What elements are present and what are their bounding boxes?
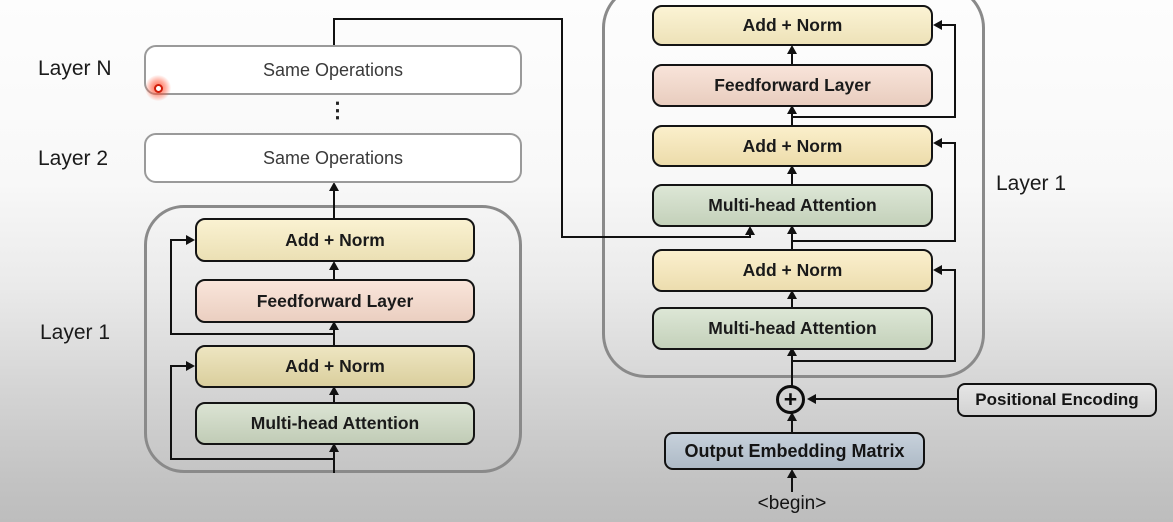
encoder-residual2-arrowhead-icon [186,235,195,245]
decoder-skip1-arrowhead-icon [933,265,942,275]
decoder-layer-1-container [602,0,985,378]
decoder-skip2-vertical-line [954,142,956,242]
positional-encoding-arrowhead-icon [807,394,816,404]
decoder-skip3-stub-line [941,24,955,26]
decoder-addnorm-selfattn-block: Add + Norm [652,249,933,292]
embedding-to-plus-arrowhead-icon [787,412,797,421]
positional-encoding-box: Positional Encoding [957,383,1157,417]
encoder-output-top-line [334,18,563,20]
decoder-skip2-arrowhead-icon [933,138,942,148]
encoder-mha-to-addnorm-line [333,392,335,402]
decoder-addnorm-to-crossmha-arrowhead-icon [787,225,797,234]
decoder-ff-to-addnorm-line [791,50,793,64]
decoder-input-line [791,353,793,386]
encoder-residual2-stub-line [171,239,186,241]
decoder-feedforward-block: Feedforward Layer [652,64,933,107]
encoder-addnorm-ff-block: Add + Norm [195,218,475,262]
encoder-residual2-branch-line [171,333,335,335]
encoder-ff-to-addnorm-line [333,266,335,279]
encoder-residual1-arrowhead-icon [186,361,195,371]
encoder-layer-2-label: Layer 2 [38,147,109,170]
encoder-multihead-attention-block: Multi-head Attention [195,402,475,445]
encoder-residual1-vertical-line [170,365,172,460]
decoder-layer-1-label: Layer 1 [996,172,1067,195]
encoder-layer-1-label: Layer 1 [40,321,111,344]
decoder-skip1-vertical-line [954,269,956,362]
begin-token-label: <begin> [757,493,827,514]
decoder-addnorm-crossattn-block: Add + Norm [652,125,933,167]
begin-to-embedding-line [791,478,793,492]
decoder-selfmha-to-addnorm-arrowhead-icon [787,290,797,299]
begin-to-embedding-arrowhead-icon [787,469,797,478]
encoder-input-line [333,449,335,473]
encoder-output-down-line [561,18,563,238]
plus-symbol: + [783,385,798,412]
decoder-skip1-branch-line [792,360,955,362]
decoder-crossmha-to-addnorm-arrowhead-icon [787,165,797,174]
cursor-ring-icon [153,83,163,93]
positional-encoding-arrow-line [813,398,957,400]
decoder-skip3-arrowhead-icon [933,20,942,30]
decoder-skip2-branch-line [792,240,955,242]
encoder-output-riser-line [333,18,335,45]
encoder-addnorm-to-ff-line [333,327,335,345]
decoder-skip2-stub-line [941,142,955,144]
encoder-to-layer2-line [333,188,335,218]
decoder-skip3-branch-line [792,116,955,118]
encoder-layer-2-box: Same Operations [144,133,522,183]
encoder-layer-n-label: Layer N [38,57,112,80]
encoder-addnorm-attn-block: Add + Norm [195,345,475,388]
output-embedding-matrix-box: Output Embedding Matrix [664,432,925,470]
decoder-crossmha-to-addnorm-line [791,171,793,184]
encoder-layer-2-box-label: Same Operations [262,147,404,168]
encoder-mha-to-addnorm-arrowhead-icon [329,386,339,395]
decoder-cross-attention-block: Multi-head Attention [652,184,933,227]
cursor-highlight-icon [145,75,171,101]
decoder-skip1-stub-line [941,269,955,271]
decoder-skip3-vertical-line [954,24,956,118]
encoder-input-arrowhead-icon [329,443,339,452]
encoder-layer-n-box-label: Same Operations [262,59,404,80]
encoder-feedforward-block: Feedforward Layer [195,279,475,323]
decoder-input-arrowhead-icon [787,347,797,356]
decoder-ff-to-addnorm-arrowhead-icon [787,45,797,54]
encoder-feed-arrowhead-icon [745,226,755,235]
decoder-addnorm-to-ff-line [791,111,793,125]
decoder-self-attention-block: Multi-head Attention [652,307,933,350]
encoder-residual2-vertical-line [170,239,172,335]
encoder-residual1-branch-line [171,458,335,460]
encoder-residual1-stub-line [171,365,186,367]
embedding-to-plus-line [791,421,793,432]
encoder-layer-n-box: Same Operations [144,45,522,95]
decoder-selfmha-to-addnorm-line [791,296,793,307]
decoder-addnorm-ff-block: Add + Norm [652,5,933,46]
decoder-addnorm-to-ff-arrowhead-icon [787,105,797,114]
encoder-to-decoder-line [562,236,750,238]
encoder-to-layer2-arrowhead-icon [329,182,339,191]
plus-add-node: + [776,385,805,414]
encoder-ff-to-addnorm-arrowhead-icon [329,261,339,270]
encoder-addnorm-to-ff-arrowhead-icon [329,321,339,330]
stack-ellipsis: ⋮ [327,99,348,122]
